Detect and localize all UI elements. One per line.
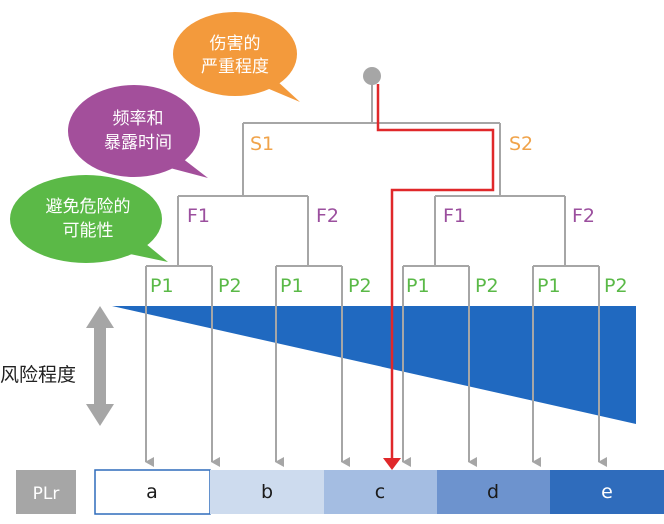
plr-cell-d xyxy=(437,470,550,514)
plr-row: PLr a b c d e xyxy=(16,469,664,515)
label-f2-right: F2 xyxy=(572,205,595,227)
root-node xyxy=(363,67,381,85)
label-p2-1: P2 xyxy=(218,275,242,297)
label-p1-4: P1 xyxy=(537,275,561,297)
label-p2-3: P2 xyxy=(475,275,499,297)
plr-badge xyxy=(16,470,76,514)
label-p1-2: P1 xyxy=(280,275,304,297)
label-f2-left: F2 xyxy=(316,205,339,227)
plr-cell-e xyxy=(550,470,664,514)
label-f1-left: F1 xyxy=(187,205,210,227)
risk-double-arrow xyxy=(86,306,114,426)
plr-letter-e: e xyxy=(601,481,613,503)
label-p1-3: P1 xyxy=(406,275,430,297)
plr-letter-b: b xyxy=(261,481,273,503)
risk-level-label: 风险程度 xyxy=(0,364,76,386)
severity-line1: 伤害的 xyxy=(210,34,261,54)
label-p2-2: P2 xyxy=(348,275,372,297)
label-p2-4: P2 xyxy=(604,275,628,297)
frequency-line1: 频率和 xyxy=(113,109,164,129)
avoidance-bubble: 避免危险的 可能性 xyxy=(10,175,168,263)
outcome-arrows xyxy=(145,266,607,467)
plr-cell-b xyxy=(210,470,324,514)
avoidance-line2: 可能性 xyxy=(63,221,114,241)
frequency-line2: 暴露时间 xyxy=(104,133,172,153)
risk-wedge xyxy=(112,306,636,424)
severity-line2: 严重程度 xyxy=(201,57,269,77)
plr-letter-a: a xyxy=(146,481,158,503)
severity-bubble: 伤害的 严重程度 xyxy=(173,12,300,102)
plr-label: PLr xyxy=(33,484,60,504)
decision-tree-lines xyxy=(146,78,599,267)
label-s2: S2 xyxy=(509,133,533,155)
label-s1: S1 xyxy=(250,133,274,155)
highlighted-path xyxy=(376,84,495,460)
frequency-bubble: 频率和 暴露时间 xyxy=(68,85,208,178)
plr-letter-c: c xyxy=(375,481,385,503)
avoidance-line1: 避免危险的 xyxy=(46,197,131,217)
highlighted-arrowhead xyxy=(383,458,401,470)
plr-cell-c xyxy=(324,470,437,514)
label-p1-1: P1 xyxy=(150,275,174,297)
label-f1-right: F1 xyxy=(443,205,466,227)
plr-letter-d: d xyxy=(487,481,499,503)
